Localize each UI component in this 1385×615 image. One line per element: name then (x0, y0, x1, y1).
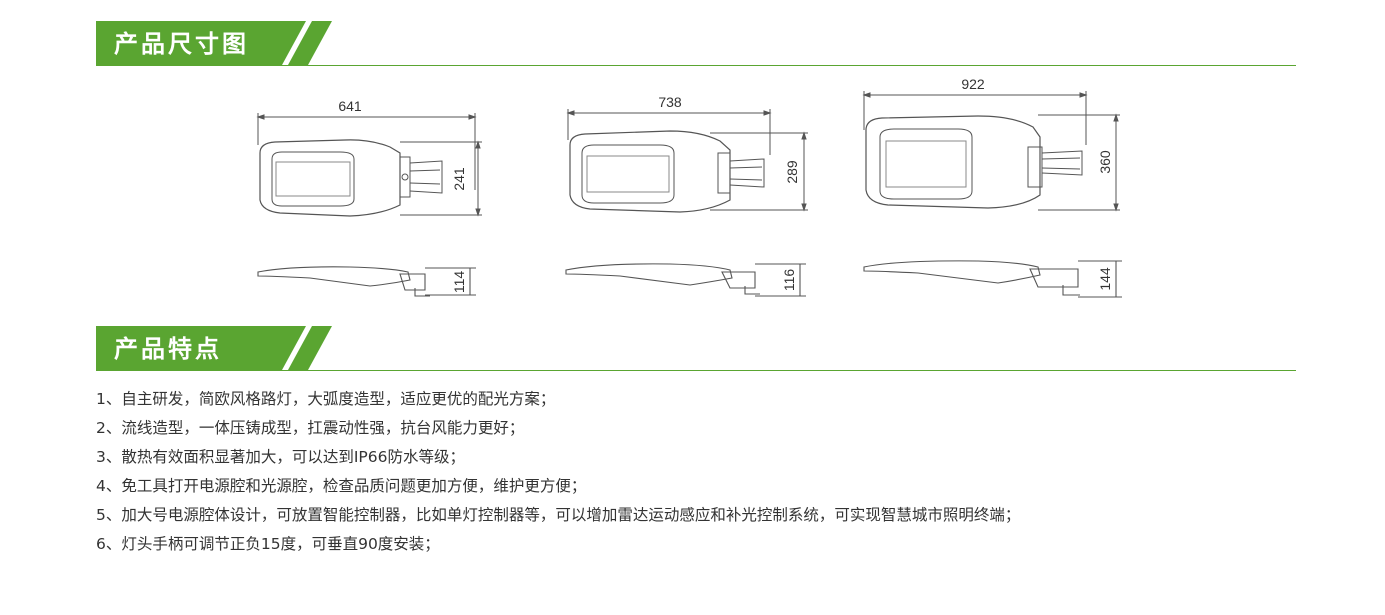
section-title: 产品特点 (114, 335, 222, 363)
lamp-top-view-2: 738 289 (566, 95, 808, 213)
section-header-bar (96, 21, 332, 65)
feature-item: 2、流线造型，一体压铸成型，扛震动性强，抗台风能力更好； (96, 419, 525, 437)
width-dimension-label: 922 (961, 76, 985, 92)
feature-item: 5、加大号电源腔体设计，可放置智能控制器，比如单灯控制器等，可以增加雷达运动感应… (96, 506, 1021, 524)
section-title: 产品尺寸图 (114, 30, 249, 58)
width-dimension-label: 738 (658, 95, 682, 110)
height-dimension-label: 289 (784, 160, 800, 184)
feature-item: 6、灯头手柄可调节正负15度，可垂直90度安装； (96, 535, 440, 553)
side-dimension-label: 116 (781, 269, 797, 292)
width-dimension-label: 641 (338, 98, 362, 114)
height-dimension-label: 360 (1097, 150, 1113, 174)
section-divider (96, 370, 1296, 371)
lamp-side-view-1: 114 (257, 266, 476, 297)
feature-list: 1、自主研发，简欧风格路灯，大弧度造型，适应更优的配光方案； 2、流线造型，一体… (96, 385, 1020, 559)
section-divider (96, 65, 1296, 66)
feature-item: 3、散热有效面积显著加大，可以达到IP66防水等级； (96, 448, 466, 466)
lamp-side-view-2: 116 (565, 263, 806, 297)
side-dimension-label: 144 (1097, 267, 1113, 291)
side-dimension-label: 114 (451, 271, 467, 294)
lamp-side-view-3: 144 (863, 260, 1122, 298)
lamp-top-view-3: 922 360 (862, 76, 1120, 212)
section-header-dimensions: 产品尺寸图 (96, 21, 1296, 67)
height-dimension-label: 241 (451, 167, 467, 191)
feature-item: 1、自主研发，简欧风格路灯，大弧度造型，适应更优的配光方案； (96, 390, 556, 408)
section-header-bar (96, 326, 332, 370)
section-header-features: 产品特点 (96, 326, 1296, 372)
feature-item: 4、免工具打开电源腔和光源腔，检查品质问题更加方便，维护更方便； (96, 477, 587, 495)
lamp-top-view-1: 641 241 (256, 98, 482, 217)
